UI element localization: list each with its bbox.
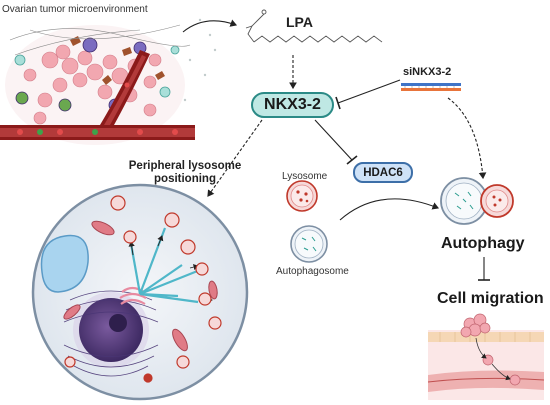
lysosome-icon: [286, 180, 318, 212]
label-autophagy: Autophagy: [441, 235, 525, 252]
label-sinkx: siNKX3-2: [403, 66, 452, 78]
cell-illustration: [31, 183, 249, 401]
node-nkx3-2: NKX3-2: [251, 92, 334, 118]
label-lysosome: Lysosome: [282, 171, 328, 182]
label-peripheral-line2: positioning: [154, 173, 216, 185]
label-tumor-microenvironment: Ovarian tumor microenvironment: [2, 4, 148, 15]
lpa-molecule-icon: [245, 9, 383, 43]
inhibit-nkx-hdac6: [314, 119, 353, 161]
sirna-duplex-icon: [401, 83, 461, 91]
arrow-nkx-to-lysosome-positioning: [207, 119, 263, 197]
blood-vessel: [0, 50, 195, 140]
label-cell-migration: Cell migration: [437, 290, 544, 307]
node-nkx3-2-label: NKX3-2: [264, 96, 321, 113]
inhibit-sinkx-nkx: [337, 79, 401, 104]
arrow-sinkx-to-autophagy: [447, 97, 487, 180]
autolysosome-icon: [440, 177, 514, 225]
node-hdac6-label: HDAC6: [363, 166, 403, 179]
label-peripheral-line1: Peripheral lysosome: [128, 160, 242, 172]
migration-illustration: [427, 313, 545, 400]
node-hdac6: HDAC6: [353, 162, 413, 183]
arrows: [182, 19, 490, 281]
label-autophagosome: Autophagosome: [276, 266, 349, 277]
tumor-microenvironment-illustration: [0, 18, 217, 145]
autophagosome-icon: [290, 225, 328, 263]
peripheral-lysosomes: [64, 195, 222, 383]
arrow-tme-to-lpa: [182, 19, 238, 33]
label-lpa: LPA: [286, 14, 313, 30]
arrow-fusion-to-autophagy: [339, 198, 440, 221]
label-peripheral-lysosome-positioning: Peripheral lysosome positioning: [118, 160, 252, 186]
